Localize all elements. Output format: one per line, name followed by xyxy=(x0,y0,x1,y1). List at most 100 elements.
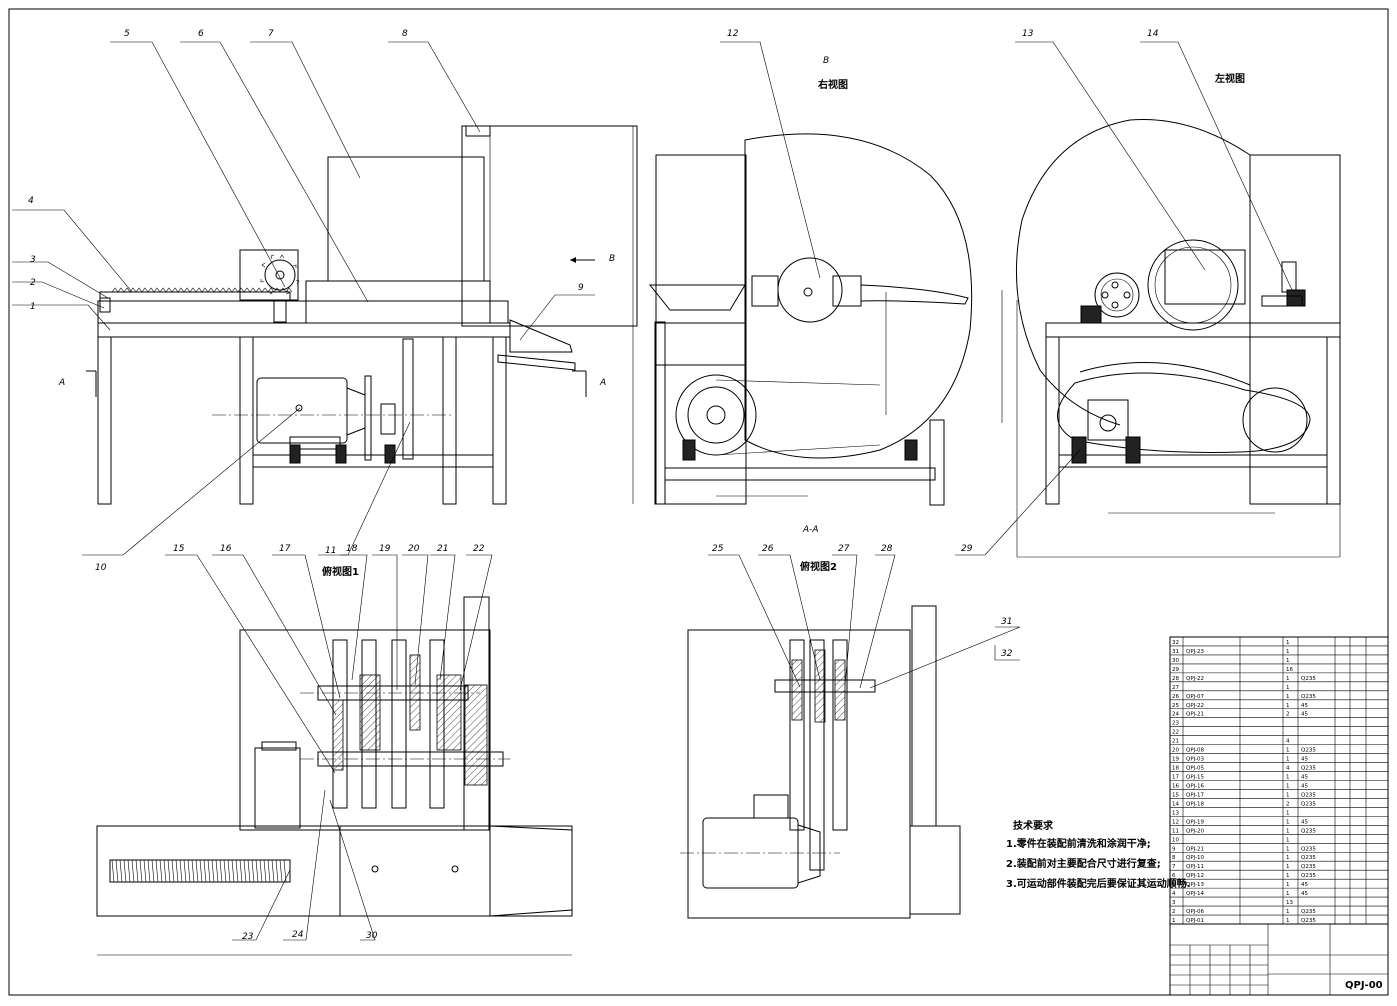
bom-cell-qty: 1 xyxy=(1286,640,1290,646)
balloon-20: 20 xyxy=(408,544,420,554)
bom-cell-qty: 1 xyxy=(1286,873,1290,879)
bom-cell-code: QPJ-03 xyxy=(1186,757,1205,763)
arrow-b-label: B xyxy=(609,254,615,264)
balloon-13: 13 xyxy=(1022,29,1034,39)
bom-cell-mat: 45 xyxy=(1301,783,1308,789)
bom-cell-mat: 45 xyxy=(1301,819,1308,825)
bom-cell-code: QPJ-15 xyxy=(1186,775,1205,781)
bom-cell-qty: 1 xyxy=(1286,703,1290,709)
balloon-14: 14 xyxy=(1147,29,1159,39)
balloon-17: 17 xyxy=(279,544,291,554)
section-marker-a-right: A xyxy=(599,378,606,388)
bom-cell-qty: 1 xyxy=(1286,846,1290,852)
bom-cell-no: 28 xyxy=(1172,676,1179,682)
bom-cell-code: QPJ-21 xyxy=(1186,712,1204,718)
balloon-28: 28 xyxy=(881,544,893,554)
left-view: 左视图 xyxy=(1001,72,1341,558)
bom-cell-code: QPJ-08 xyxy=(1186,748,1205,754)
balloon-32: 32 xyxy=(1001,649,1013,659)
bom-cell-qty: 1 xyxy=(1286,757,1290,763)
front-view: A A B xyxy=(58,125,638,505)
bom-cell-no: 9 xyxy=(1172,846,1176,852)
bom-cell-mat: Q235 xyxy=(1301,855,1316,861)
bom-cell-qty: 13 xyxy=(1286,900,1293,906)
bom-cell-code: QPJ-12 xyxy=(1186,873,1204,879)
bom-cell-mat: Q235 xyxy=(1301,864,1316,870)
bom-cell-no: 5 xyxy=(1172,882,1176,888)
balloon-6: 6 xyxy=(198,29,204,39)
balloon-27: 27 xyxy=(838,544,850,554)
bom-cell-qty: 1 xyxy=(1286,891,1290,897)
bom-cell-qty: 1 xyxy=(1286,775,1290,781)
balloon-18: 18 xyxy=(346,544,358,554)
right-view-title: 右视图 xyxy=(817,78,848,91)
balloon-4: 4 xyxy=(28,196,34,206)
bom-cell-no: 4 xyxy=(1172,891,1176,897)
bom-cell-no: 12 xyxy=(1172,819,1179,825)
bom-cell-no: 13 xyxy=(1172,810,1179,816)
bom-cell-code: QPJ-05 xyxy=(1186,766,1205,772)
bom-cell-no: 11 xyxy=(1172,828,1179,834)
bom-cell-qty: 1 xyxy=(1286,792,1290,798)
bom-cell-no: 10 xyxy=(1172,837,1179,843)
bom-cell-no: 25 xyxy=(1172,703,1179,709)
side-view-1-title: 俯视图1 xyxy=(322,565,359,578)
balloon-9: 9 xyxy=(578,283,584,293)
bom-cell-qty: 1 xyxy=(1286,837,1290,843)
bom-cell-no: 21 xyxy=(1172,739,1179,745)
bom-cell-qty: 1 xyxy=(1286,694,1290,700)
bom-cell-qty: 1 xyxy=(1286,783,1290,789)
balloon-7: 7 xyxy=(268,29,274,39)
side-view-1: 俯视图1 xyxy=(96,565,573,956)
bom-cell-mat: 45 xyxy=(1301,757,1308,763)
balloon-29: 29 xyxy=(961,544,973,554)
bom-cell-code: QPJ-18 xyxy=(1186,801,1205,807)
sheet-border xyxy=(8,8,1389,996)
bom-cell-code: QPJ-13 xyxy=(1186,882,1205,888)
tech-heading: 技术要求 xyxy=(1013,819,1054,832)
bom-cell-code: QPJ-19 xyxy=(1186,819,1205,825)
balloon-25: 25 xyxy=(712,544,724,554)
bom-cell-code: QPJ-16 xyxy=(1186,783,1205,789)
bom-cell-no: 2 xyxy=(1172,909,1176,915)
balloon-labels: 1 2 3 4 5 6 7 8 9 10 11 12 13 14 15 16 1… xyxy=(28,29,1159,942)
bom-cell-qty: 1 xyxy=(1286,676,1290,682)
bom-cell-mat: 45 xyxy=(1301,882,1308,888)
bom-cell-mat: Q235 xyxy=(1301,909,1316,915)
bom-cell-code: QPJ-20 xyxy=(1186,828,1205,834)
balloon-26: 26 xyxy=(762,544,774,554)
balloon-2: 2 xyxy=(30,278,36,288)
bom-cell-qty: 1 xyxy=(1286,819,1290,825)
bom-cell-code: QPJ-22 xyxy=(1186,703,1204,709)
bom-cell-qty: 16 xyxy=(1286,667,1293,673)
bom-cell-qty: 4 xyxy=(1286,766,1290,772)
bom-cell-code: QPJ-21 xyxy=(1186,846,1204,852)
bom-cell-qty: 4 xyxy=(1286,739,1290,745)
bom-cell-qty: 1 xyxy=(1286,918,1290,924)
bom-cell-no: 26 xyxy=(1172,694,1179,700)
bom-cell-code: QPJ-22 xyxy=(1186,676,1204,682)
bom-cell-no: 24 xyxy=(1172,712,1179,718)
bom-cell-no: 32 xyxy=(1172,640,1179,646)
balloon-23: 23 xyxy=(242,932,254,942)
bom-cell-mat: Q235 xyxy=(1301,748,1316,754)
bom-cell-mat: Q235 xyxy=(1301,694,1316,700)
side-view-2-title: 俯视图2 xyxy=(800,560,837,573)
bom-cell-mat: Q235 xyxy=(1301,846,1316,852)
bom-cell-no: 17 xyxy=(1172,775,1179,781)
bom-cell-mat: Q235 xyxy=(1301,873,1316,879)
tech-item-3: 3.可运动部件装配完后要保证其运动顺畅. xyxy=(1006,877,1191,890)
bom-cell-qty: 2 xyxy=(1286,712,1290,718)
balloon-30: 30 xyxy=(366,931,378,941)
balloon-15: 15 xyxy=(173,544,185,554)
bom-cell-code: QPJ-17 xyxy=(1186,792,1205,798)
tech-item-1: 1.零件在装配前清洗和涂润干净; xyxy=(1006,837,1151,850)
bom-cell-no: 6 xyxy=(1172,873,1176,879)
balloon-5: 5 xyxy=(124,29,130,39)
tech-item-2: 2.装配前对主要配合尺寸进行复查; xyxy=(1006,857,1161,870)
balloon-1: 1 xyxy=(30,302,36,312)
bom-cell-mat: Q235 xyxy=(1301,766,1316,772)
drawing-number: QPJ-00 xyxy=(1345,980,1383,991)
